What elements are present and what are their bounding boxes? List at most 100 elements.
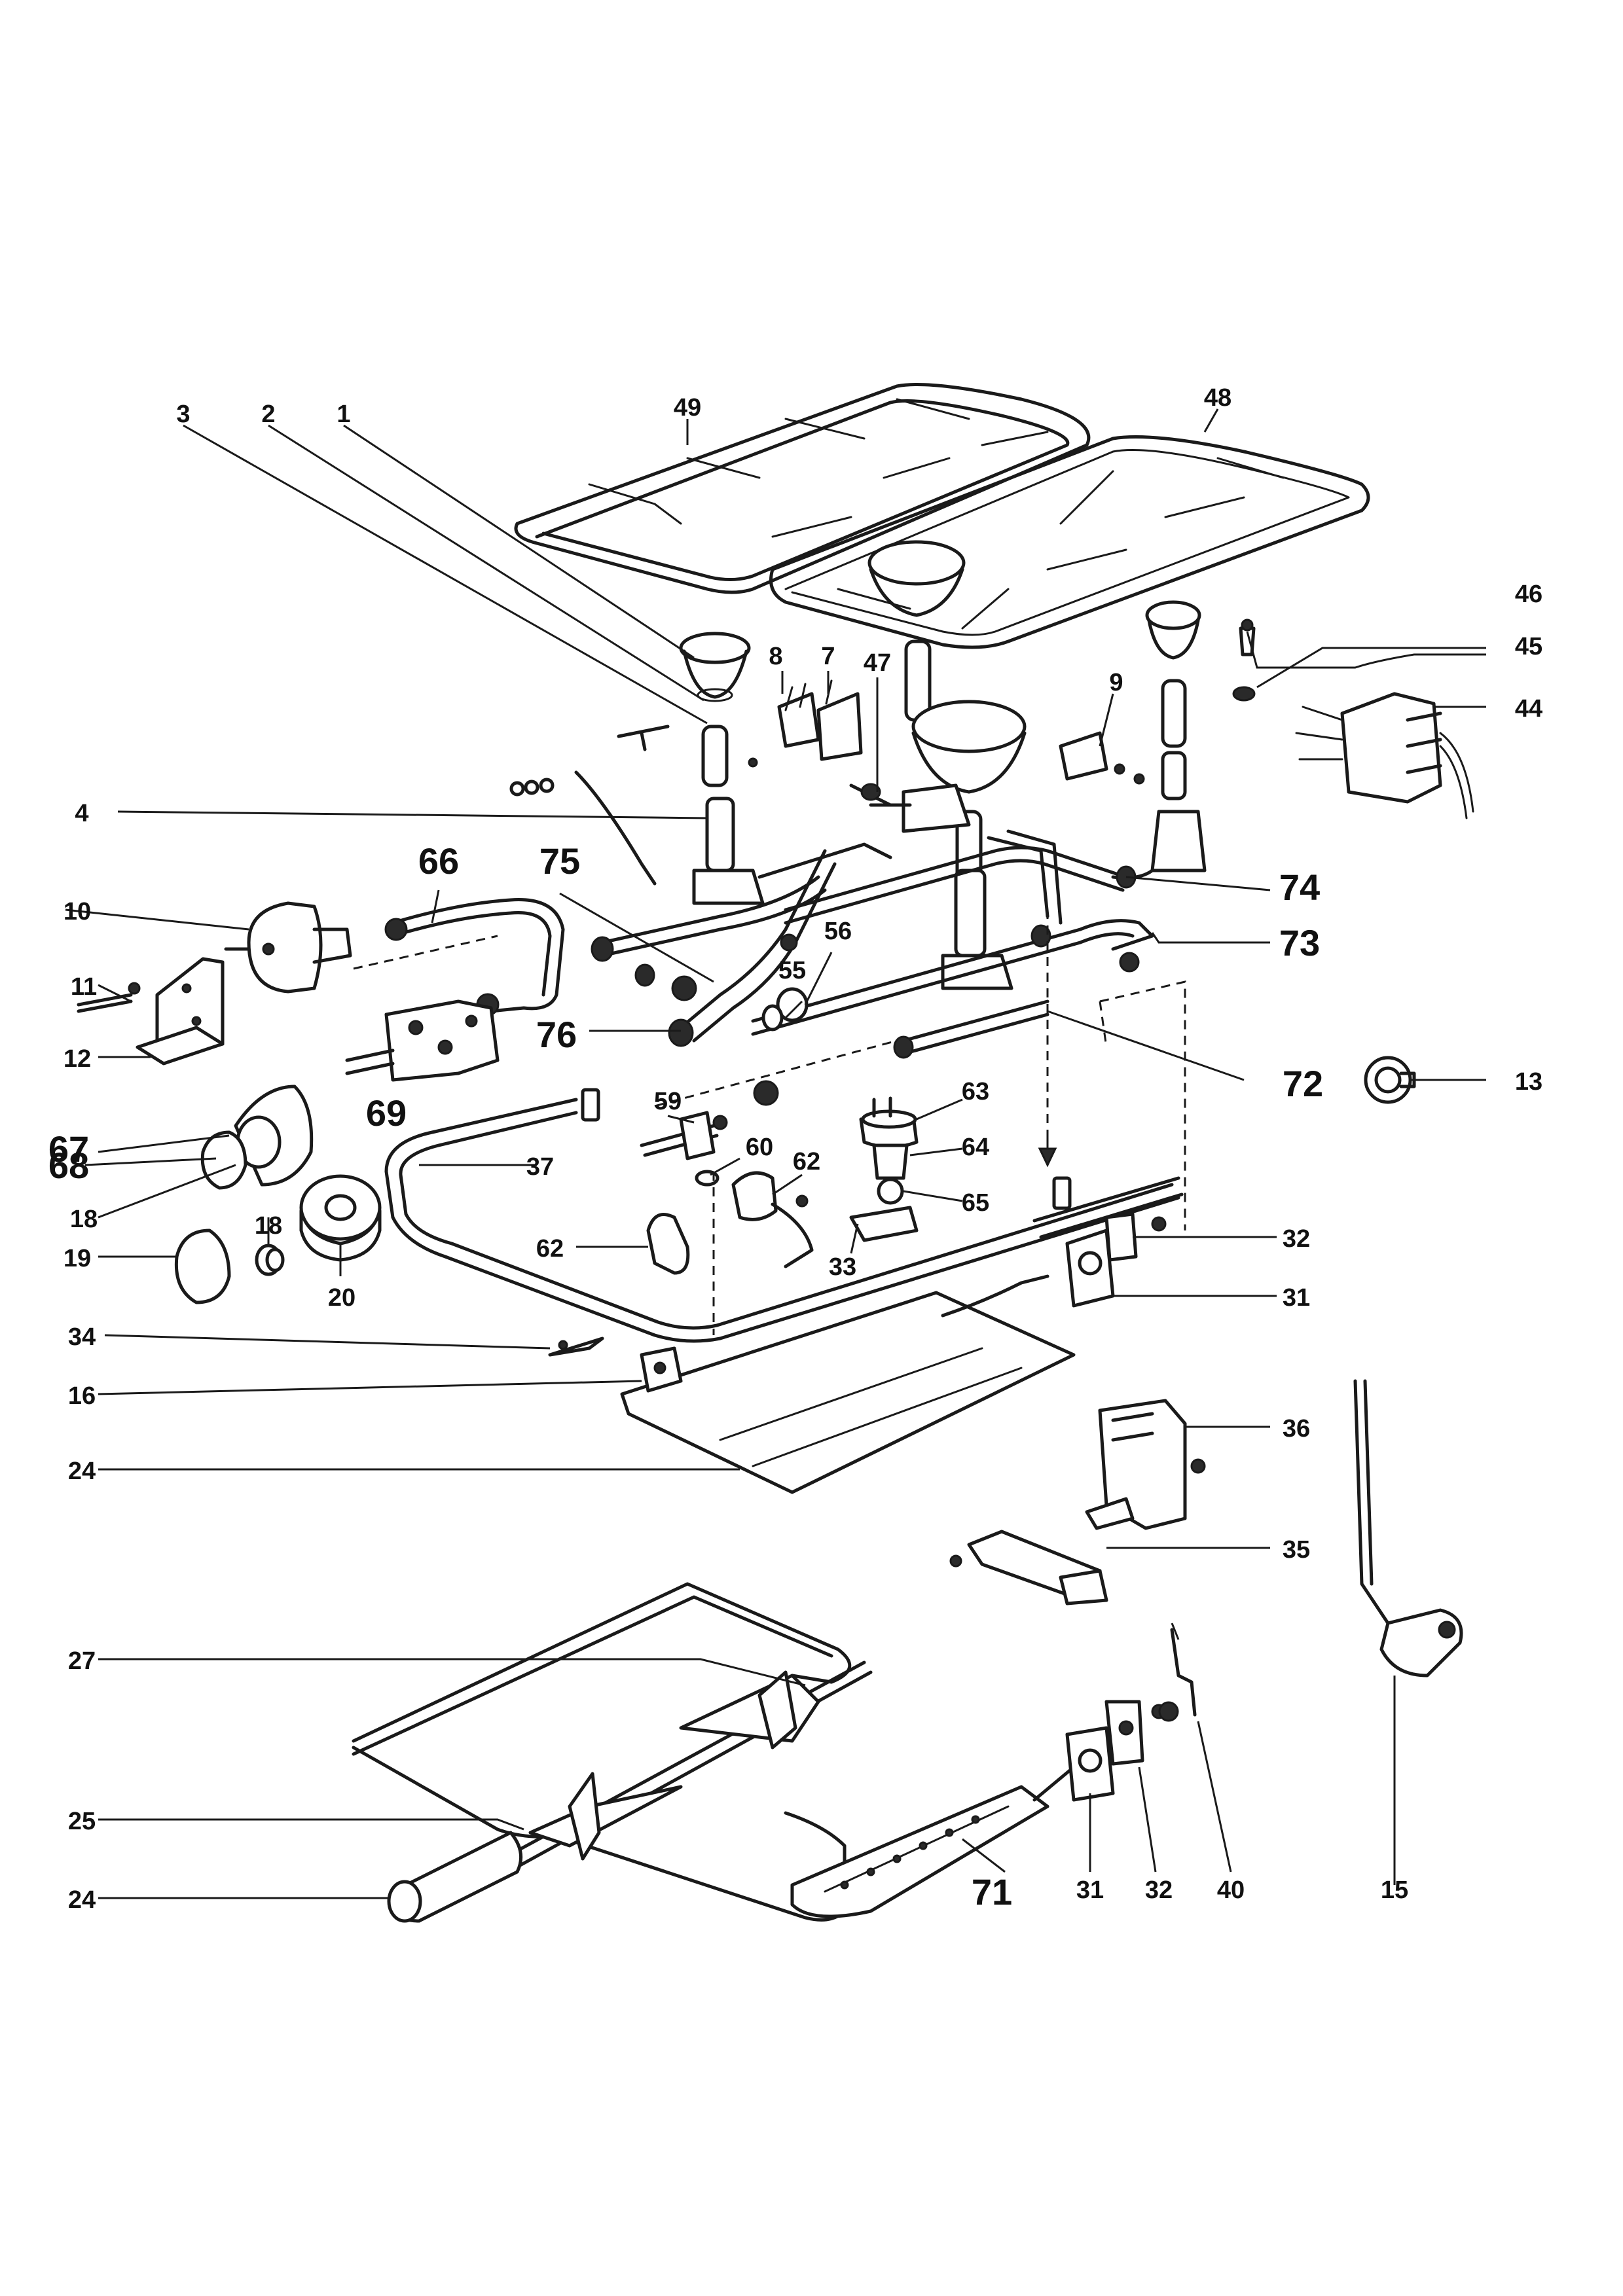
label-32a: 32 xyxy=(1283,1225,1310,1253)
label-62b: 62 xyxy=(536,1235,564,1263)
label-69: 69 xyxy=(366,1092,407,1134)
label-49: 49 xyxy=(674,394,701,422)
clamp-62-right xyxy=(731,1171,814,1268)
drip-tray-24 xyxy=(620,1274,1076,1494)
grill-burner-71 xyxy=(790,1739,1089,1918)
label-9: 9 xyxy=(1109,669,1123,696)
lamp-holder-13 xyxy=(1364,1056,1416,1104)
bracket-16 xyxy=(640,1346,683,1393)
label-4: 4 xyxy=(75,800,88,827)
label-3: 3 xyxy=(176,401,190,428)
label-16: 16 xyxy=(68,1382,96,1410)
bracket-12 xyxy=(136,957,225,1066)
label-47: 47 xyxy=(864,649,891,677)
leader-lines xyxy=(65,408,1486,1899)
label-10: 10 xyxy=(64,898,91,925)
valve-59 xyxy=(640,1111,728,1160)
label-74: 74 xyxy=(1279,867,1320,908)
pipe-fittings xyxy=(384,865,1140,1106)
label-40: 40 xyxy=(1217,1876,1245,1904)
label-15: 15 xyxy=(1381,1876,1408,1904)
handle-24 xyxy=(387,1831,523,1923)
switch-block-44 xyxy=(1295,692,1474,819)
gas-pipe-72 xyxy=(893,999,1049,1059)
pan-support-grate-48 xyxy=(769,435,1370,649)
valve-block-69 xyxy=(345,999,500,1082)
label-34: 34 xyxy=(68,1323,96,1351)
burner-tube-37 xyxy=(384,1088,1184,1343)
burner-cap-left xyxy=(679,632,751,787)
spacer-18 xyxy=(255,1244,285,1276)
label-2: 2 xyxy=(261,401,275,428)
callout-labels: 1 2 3 49 48 46 45 44 8 7 47 9 4 66 75 74… xyxy=(48,384,1542,1914)
label-37: 37 xyxy=(526,1153,554,1181)
arrow-shaft-40 xyxy=(1171,1623,1180,1640)
thermostat-36 xyxy=(1085,1399,1206,1530)
rotisserie-frame-27 xyxy=(352,1582,852,1922)
ignition-electrode-46 xyxy=(1239,619,1256,656)
label-31a: 31 xyxy=(1283,1284,1310,1312)
label-65: 65 xyxy=(962,1189,989,1217)
label-68: 68 xyxy=(48,1145,89,1186)
label-25: 25 xyxy=(68,1808,96,1835)
burner-cap-center xyxy=(867,540,966,722)
burner-cap-right xyxy=(1145,600,1201,800)
label-75: 75 xyxy=(539,840,580,882)
label-45: 45 xyxy=(1515,633,1542,660)
label-67: 67 xyxy=(48,1128,89,1170)
knob-19 xyxy=(174,1229,231,1304)
label-11: 11 xyxy=(71,973,97,1001)
bezel-20 xyxy=(299,1174,382,1262)
nut-45 xyxy=(1232,686,1256,702)
label-60: 60 xyxy=(746,1134,773,1161)
gas-pipe-74 xyxy=(784,829,1128,925)
clip-34 xyxy=(548,1336,604,1357)
clamp-62-left xyxy=(646,1213,690,1275)
label-32b: 32 xyxy=(1145,1876,1173,1904)
bracket-35 xyxy=(949,1530,1108,1605)
label-18b: 18 xyxy=(70,1206,98,1233)
label-27: 27 xyxy=(68,1647,96,1675)
label-7: 7 xyxy=(821,643,835,670)
gas-valve-10 xyxy=(224,901,352,994)
knob-bezel-67 xyxy=(234,1085,314,1187)
bracket-31-32-upper xyxy=(1065,1212,1167,1308)
label-31b: 31 xyxy=(1076,1876,1104,1904)
label-13: 13 xyxy=(1515,1068,1542,1096)
knob-68 xyxy=(200,1130,247,1190)
label-71: 71 xyxy=(972,1871,1012,1912)
label-66: 66 xyxy=(418,840,459,882)
thermostat-63-64-65 xyxy=(849,1096,919,1242)
small-screws xyxy=(509,725,670,886)
label-44: 44 xyxy=(1515,695,1542,723)
label-19: 19 xyxy=(64,1245,91,1272)
dashed-connectors xyxy=(353,910,1186,1335)
label-24b: 24 xyxy=(68,1886,96,1914)
spit-rod-25 xyxy=(404,1660,873,1923)
label-46: 46 xyxy=(1515,581,1542,608)
power-cable-15 xyxy=(1353,1379,1463,1677)
label-1: 1 xyxy=(337,401,350,428)
gas-pipe-73 xyxy=(751,919,1154,1036)
label-48: 48 xyxy=(1204,384,1231,412)
electrode-47 xyxy=(849,783,892,807)
thermocouple-40 xyxy=(1158,1628,1197,1722)
label-59: 59 xyxy=(654,1088,682,1115)
bracket-9 xyxy=(1059,731,1145,785)
label-12: 12 xyxy=(64,1045,91,1073)
label-24a: 24 xyxy=(68,1458,96,1485)
label-62a: 62 xyxy=(793,1148,820,1175)
bracket-31-32-lower xyxy=(1065,1700,1167,1802)
label-56: 56 xyxy=(824,918,852,945)
label-73: 73 xyxy=(1279,922,1320,963)
arrow-head-icon xyxy=(1038,1147,1057,1168)
label-64: 64 xyxy=(962,1134,989,1161)
bracket-8-7 xyxy=(748,679,863,768)
burner-body-center xyxy=(869,783,971,833)
label-20: 20 xyxy=(328,1284,356,1312)
pan-support-grate-49 xyxy=(514,383,1091,594)
label-55: 55 xyxy=(778,957,806,984)
label-18a: 18 xyxy=(255,1212,282,1240)
label-8: 8 xyxy=(769,643,782,670)
